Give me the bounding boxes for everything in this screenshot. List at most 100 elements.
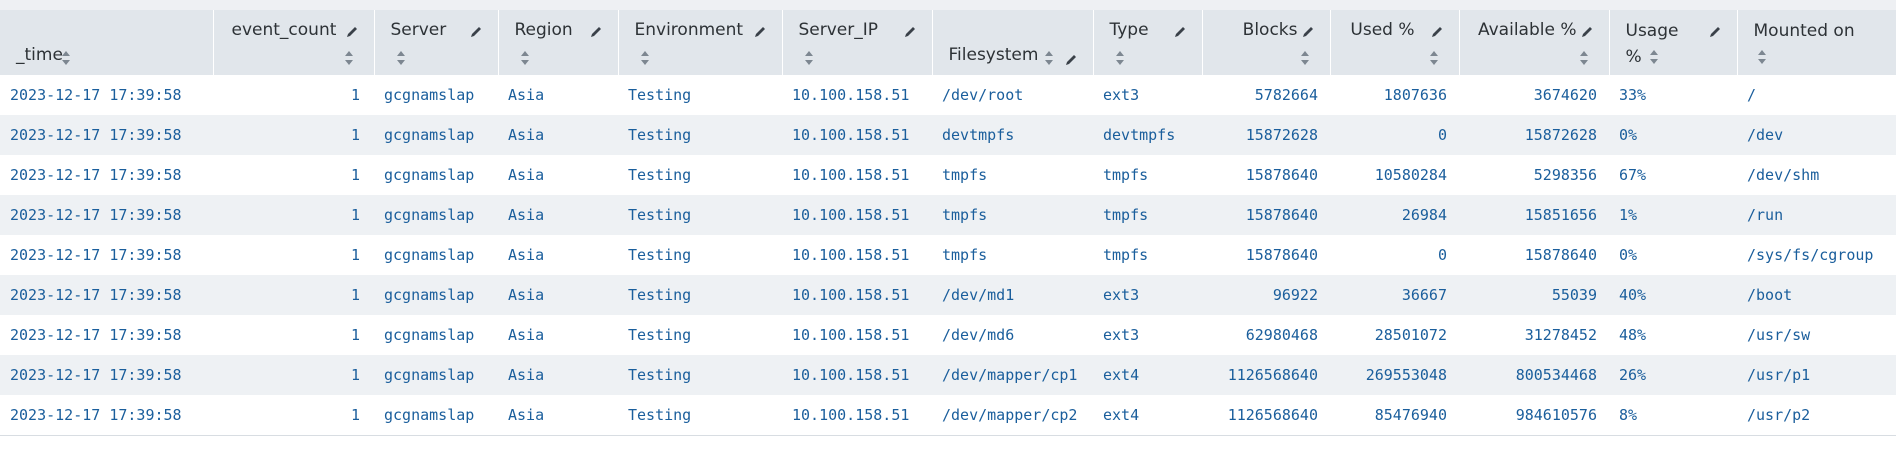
cell-filesystem[interactable]: devtmpfs [932,115,1093,155]
sort-icon[interactable] [1297,48,1310,68]
sort-icon[interactable] [58,48,71,68]
cell-environment[interactable]: Testing [618,275,782,315]
cell-usage-pct[interactable]: 40% [1609,275,1737,315]
cell-usage-pct[interactable]: 48% [1609,315,1737,355]
pencil-icon[interactable] [1579,24,1595,40]
cell-used-pct[interactable]: 85476940 [1330,395,1459,435]
cell-region[interactable]: Asia [498,195,618,235]
cell-environment[interactable]: Testing [618,115,782,155]
cell-server-ip[interactable]: 10.100.158.51 [782,195,932,235]
cell-filesystem[interactable]: tmpfs [932,235,1093,275]
cell-used-pct[interactable]: 269553048 [1330,355,1459,395]
cell-used-pct[interactable]: 26984 [1330,195,1459,235]
cell-time[interactable]: 2023-12-17 17:39:58 [0,195,213,235]
cell-type[interactable]: tmpfs [1093,235,1202,275]
col-header-used-pct[interactable]: Used % [1330,10,1460,75]
cell-region[interactable]: Asia [498,315,618,355]
cell-usage-pct[interactable]: 1% [1609,195,1737,235]
sort-icon[interactable] [393,48,406,68]
cell-server-ip[interactable]: 10.100.158.51 [782,155,932,195]
cell-event-count[interactable]: 1 [213,275,374,315]
pencil-icon[interactable] [1300,24,1316,40]
cell-time[interactable]: 2023-12-17 17:39:58 [0,355,213,395]
cell-type[interactable]: ext4 [1093,355,1202,395]
cell-mounted-on[interactable]: /run [1737,195,1896,235]
cell-server-ip[interactable]: 10.100.158.51 [782,395,932,435]
cell-blocks[interactable]: 1126568640 [1202,355,1330,395]
cell-available-pct[interactable]: 15878640 [1459,235,1609,275]
cell-usage-pct[interactable]: 0% [1609,235,1737,275]
cell-used-pct[interactable]: 28501072 [1330,315,1459,355]
cell-blocks[interactable]: 1126568640 [1202,395,1330,435]
pencil-icon[interactable] [752,24,768,40]
col-header-server[interactable]: Server [374,10,499,75]
sort-icon[interactable] [801,48,814,68]
cell-server[interactable]: gcgnamslap [374,395,498,435]
cell-mounted-on[interactable]: /usr/sw [1737,315,1896,355]
sort-icon[interactable] [1649,50,1659,64]
cell-event-count[interactable]: 1 [213,195,374,235]
cell-type[interactable]: ext3 [1093,315,1202,355]
cell-server-ip[interactable]: 10.100.158.51 [782,75,932,115]
cell-usage-pct[interactable]: 26% [1609,355,1737,395]
cell-region[interactable]: Asia [498,355,618,395]
pencil-icon[interactable] [1063,52,1079,68]
cell-time[interactable]: 2023-12-17 17:39:58 [0,235,213,275]
cell-blocks[interactable]: 15878640 [1202,195,1330,235]
col-header-usage[interactable]: Usage% [1609,10,1738,75]
cell-mounted-on[interactable]: /dev/shm [1737,155,1896,195]
cell-mounted-on[interactable]: /boot [1737,275,1896,315]
cell-server[interactable]: gcgnamslap [374,75,498,115]
cell-available-pct[interactable]: 31278452 [1459,315,1609,355]
cell-available-pct[interactable]: 15851656 [1459,195,1609,235]
cell-available-pct[interactable]: 800534468 [1459,355,1609,395]
cell-region[interactable]: Asia [498,75,618,115]
sort-icon[interactable] [1112,48,1125,68]
pencil-icon[interactable] [1707,24,1723,40]
pencil-icon[interactable] [1429,24,1445,40]
cell-environment[interactable]: Testing [618,235,782,275]
col-header-event-count[interactable]: event_count [213,10,375,75]
cell-filesystem[interactable]: /dev/md1 [932,275,1093,315]
cell-server-ip[interactable]: 10.100.158.51 [782,235,932,275]
cell-time[interactable]: 2023-12-17 17:39:58 [0,75,213,115]
col-header-blocks[interactable]: Blocks [1202,10,1331,75]
cell-filesystem[interactable]: tmpfs [932,155,1093,195]
cell-available-pct[interactable]: 3674620 [1459,75,1609,115]
cell-server-ip[interactable]: 10.100.158.51 [782,315,932,355]
cell-usage-pct[interactable]: 0% [1609,115,1737,155]
col-header-time[interactable]: _time [0,10,214,75]
col-header-type[interactable]: Type [1093,10,1203,75]
cell-event-count[interactable]: 1 [213,235,374,275]
cell-used-pct[interactable]: 0 [1330,235,1459,275]
cell-available-pct[interactable]: 55039 [1459,275,1609,315]
cell-used-pct[interactable]: 0 [1330,115,1459,155]
cell-time[interactable]: 2023-12-17 17:39:58 [0,275,213,315]
sort-icon[interactable] [1576,48,1589,68]
cell-used-pct[interactable]: 36667 [1330,275,1459,315]
cell-type[interactable]: tmpfs [1093,195,1202,235]
col-header-server-ip[interactable]: Server_IP [782,10,933,75]
pencil-icon[interactable] [344,24,360,40]
cell-mounted-on[interactable]: /usr/p1 [1737,355,1896,395]
cell-filesystem[interactable]: /dev/mapper/cp1 [932,355,1093,395]
cell-mounted-on[interactable]: /usr/p2 [1737,395,1896,435]
cell-time[interactable]: 2023-12-17 17:39:58 [0,155,213,195]
cell-server[interactable]: gcgnamslap [374,315,498,355]
pencil-icon[interactable] [902,24,918,40]
cell-available-pct[interactable]: 5298356 [1459,155,1609,195]
cell-type[interactable]: tmpfs [1093,155,1202,195]
cell-region[interactable]: Asia [498,395,618,435]
cell-event-count[interactable]: 1 [213,395,374,435]
cell-environment[interactable]: Testing [618,355,782,395]
cell-filesystem[interactable]: /dev/root [932,75,1093,115]
col-header-region[interactable]: Region [498,10,619,75]
cell-server[interactable]: gcgnamslap [374,235,498,275]
